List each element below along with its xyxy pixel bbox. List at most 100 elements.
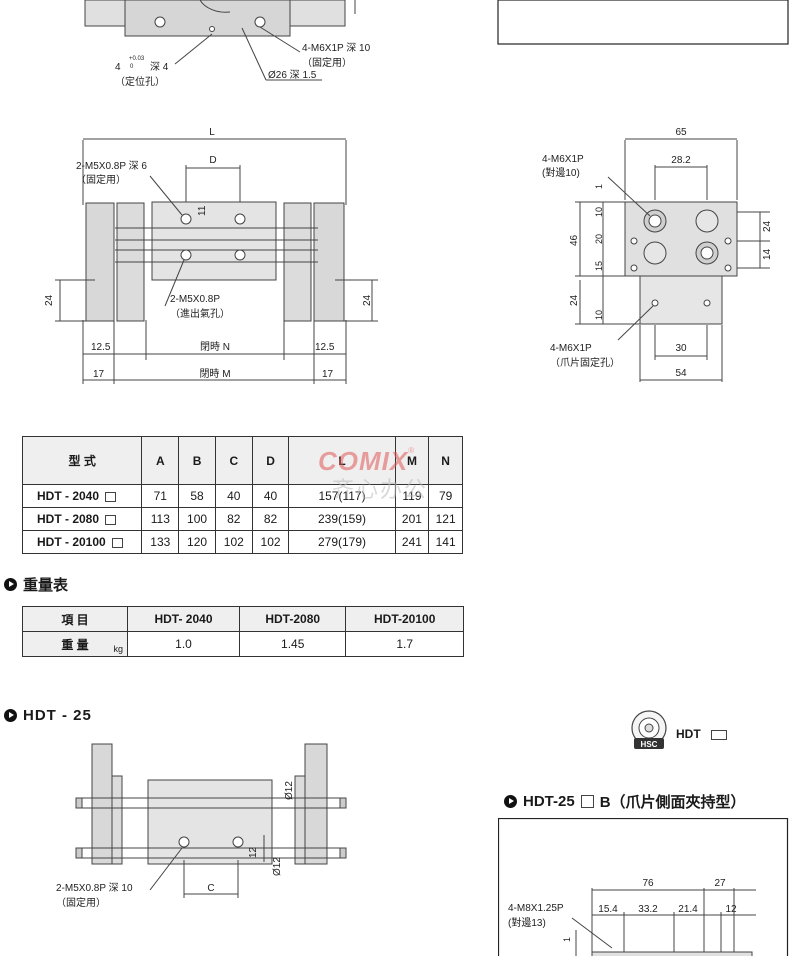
h24-right: 24 (362, 294, 373, 306)
option-checkbox[interactable] (105, 514, 117, 525)
cell-C: 82 (214, 507, 253, 531)
v46: 46 (569, 234, 580, 246)
d27: 27 (714, 878, 726, 889)
v15: 15 (594, 261, 604, 271)
d214: 21.4 (678, 904, 698, 915)
d12-bot: Ø12 (272, 857, 283, 876)
tol-lower: 0 (130, 64, 134, 70)
table-row: 重 量 kg 1.0 1.45 1.7 (22, 631, 464, 657)
d125-right: 12.5 (315, 342, 335, 353)
weight-value: 1.7 (345, 631, 464, 657)
hdt25-drawing: Ø12 12 Ø12 2-M5X0.8P 深 10 （固定用） C (56, 743, 347, 909)
col-B: B (178, 436, 216, 485)
option-checkbox[interactable] (710, 729, 727, 740)
table-row: HDT - 2080 113 100 82 82 239(159) 201 12… (21, 507, 463, 531)
dim-11: 11 (197, 205, 208, 216)
option-checkbox[interactable] (111, 537, 123, 548)
weight-table: 項 目 HDT- 2040 HDT-2080 HDT-20100 重 量 kg … (22, 606, 464, 657)
cell-C: 40 (214, 484, 253, 508)
col-model: 型 式 (21, 436, 143, 485)
d282: 28.2 (671, 155, 691, 166)
opp13-label: (對邊13) (508, 916, 546, 929)
weight-section-title: 重量表 (4, 574, 68, 595)
cell-N: 121 (428, 507, 463, 531)
model-name: HDT - 2040 (37, 489, 100, 503)
cell-M: 119 (394, 484, 430, 508)
d17-right: 17 (322, 369, 334, 380)
cell-L: 157(117) (288, 484, 396, 508)
front-view-drawing: L D 11 2-M5X0.8P 深 6 （固定用） 2-M5X0.8P （進出… (44, 127, 378, 384)
h24-left: 24 (44, 294, 55, 306)
option-checkbox[interactable] (580, 795, 594, 808)
d65: 65 (675, 127, 687, 138)
v1: 1 (562, 937, 572, 942)
col-D: D (251, 436, 290, 485)
hsc-text: HSC (641, 740, 658, 749)
hsc-badge-icon: HSC (631, 710, 667, 749)
fixing-label: （固定用） (76, 173, 126, 186)
m6-claw-label: 4-M6X1P (550, 343, 592, 354)
v14: 14 (762, 248, 773, 260)
v10b: 10 (594, 310, 604, 320)
col-L: L (288, 436, 396, 485)
model-name: HDT - 2080 (37, 512, 100, 526)
cell-B: 100 (178, 507, 216, 531)
closed-N: 閉時 N (200, 341, 230, 353)
top-fragment-drawing: 4 +0.03 0 深 4 （定位孔） 4-M6X1P 深 10 （固定用） Ø… (84, 0, 789, 88)
m6-label: 4-M6X1P (542, 154, 584, 165)
port-label: （進出氣孔） (170, 307, 230, 320)
cell-L: 239(159) (288, 507, 396, 531)
fixing-label: （固定用） (302, 56, 352, 69)
m5-depth-label: 2-M5X0.8P 深 6 (76, 160, 147, 172)
m5-depth-label: 2-M5X0.8P 深 10 (56, 882, 133, 894)
col-item: 項 目 (22, 606, 128, 632)
hdt25b-section-title: HDT-25 B（爪片側面夾持型） (504, 791, 746, 812)
hdt-badge-label: HDT (676, 727, 727, 741)
depth-4: 深 4 (150, 61, 169, 73)
v10a: 10 (594, 207, 604, 217)
col-model-1: HDT- 2040 (127, 606, 240, 632)
cell-A: 113 (141, 507, 180, 531)
col-M: M (394, 436, 430, 485)
weight-label: 重 量 (61, 637, 89, 652)
v1: 1 (594, 184, 604, 189)
d30: 30 (675, 343, 687, 354)
opp10-label: (對邊10) (542, 166, 580, 179)
spec-table: 型 式 A B C D L M N HDT - 2040 71 58 40 40… (21, 436, 463, 554)
weight-unit: kg (113, 644, 123, 654)
table-row: HDT - 2040 71 58 40 40 157(117) 119 79 (21, 484, 463, 508)
v20: 20 (594, 234, 604, 244)
d12-top: Ø12 (284, 781, 295, 800)
cell-A: 133 (141, 530, 180, 554)
option-checkbox[interactable] (105, 491, 117, 502)
d125-left: 12.5 (91, 342, 111, 353)
thread-m6-label: 4-M6X1P 深 10 (302, 42, 371, 54)
col-A: A (141, 436, 180, 485)
hdt25-section-title: HDT - 25 (4, 707, 92, 724)
d154: 15.4 (598, 904, 618, 915)
col-model-2: HDT-2080 (238, 606, 347, 632)
cell-M: 241 (394, 530, 430, 554)
cell-L: 279(179) (288, 530, 396, 554)
cell-D: 82 (251, 507, 290, 531)
m5-port-label: 2-M5X0.8P (170, 294, 220, 305)
weight-value: 1.45 (238, 631, 347, 657)
d12-plain: 12 (248, 846, 259, 858)
cell-C: 102 (214, 530, 253, 554)
cell-N: 79 (428, 484, 463, 508)
dim-C: C (207, 883, 214, 894)
col-C: C (214, 436, 253, 485)
hdt25b-drawing: 76 27 4-M8X1.25P (對邊13) 15.4 33.2 21.4 1… (498, 818, 789, 956)
d76: 76 (642, 878, 654, 889)
col-model-3: HDT-20100 (345, 606, 464, 632)
closed-M: 閉時 M (199, 368, 230, 380)
claw-fix-label: （爪片固定孔） (550, 356, 620, 369)
col-N: N (428, 436, 463, 485)
play-bullet-icon (4, 578, 17, 591)
v24: 24 (762, 220, 773, 232)
locating-hole-label: （定位孔） (115, 75, 165, 88)
cell-D: 102 (251, 530, 290, 554)
dim-D: D (209, 155, 216, 166)
v24b: 24 (569, 294, 580, 306)
d54: 54 (675, 368, 687, 379)
